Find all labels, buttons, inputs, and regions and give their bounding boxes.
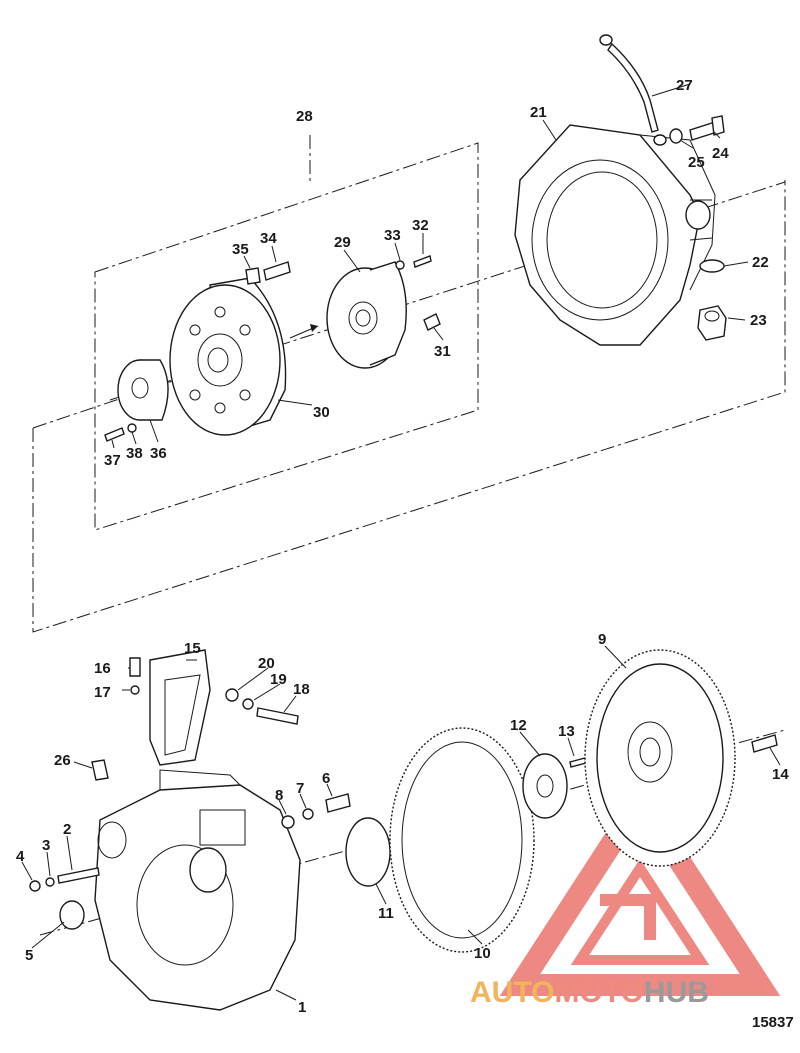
callout-labels: 27 21 25 24 22 23 28 29 34 35 33 32 31 3… bbox=[16, 77, 789, 1016]
callout-7: 7 bbox=[296, 780, 304, 797]
washer-20 bbox=[225, 688, 239, 702]
o-ring-11 bbox=[345, 817, 391, 887]
fitting-31 bbox=[423, 313, 441, 331]
assembly-outline bbox=[32, 180, 786, 633]
callout-12: 12 bbox=[510, 717, 527, 734]
seal-5 bbox=[59, 900, 85, 930]
watermark-hub: HUB bbox=[644, 976, 709, 1009]
callout-11: 11 bbox=[378, 905, 394, 922]
callout-34: 34 bbox=[260, 230, 277, 247]
bolt-34 bbox=[263, 261, 291, 281]
callout-9: 9 bbox=[598, 631, 606, 648]
callout-10: 10 bbox=[474, 945, 491, 962]
bolt-18 bbox=[256, 707, 299, 725]
callout-8: 8 bbox=[275, 787, 283, 804]
callout-19: 19 bbox=[270, 671, 287, 688]
callout-17: 17 bbox=[94, 684, 111, 701]
bolt-14 bbox=[751, 734, 778, 753]
washer-17 bbox=[130, 685, 140, 695]
watermark-text: AUTOMOTOHUB bbox=[470, 976, 709, 1009]
callout-15: 15 bbox=[184, 640, 201, 657]
washer-25 bbox=[669, 128, 683, 144]
nut-4 bbox=[29, 880, 41, 892]
washer-22 bbox=[699, 259, 725, 273]
washer-7 bbox=[302, 808, 314, 820]
callout-28: 28 bbox=[296, 108, 313, 125]
callout-22: 22 bbox=[752, 254, 769, 271]
mount-23 bbox=[697, 305, 727, 341]
callout-1: 1 bbox=[298, 999, 306, 1016]
callout-36: 36 bbox=[150, 445, 167, 462]
assembly-arrowhead bbox=[310, 324, 318, 332]
callout-35: 35 bbox=[232, 241, 249, 258]
callout-31: 31 bbox=[434, 343, 451, 360]
flywheel-9 bbox=[584, 649, 736, 867]
dowel-13 bbox=[569, 757, 587, 768]
callout-5: 5 bbox=[25, 947, 33, 964]
washer-8 bbox=[281, 815, 295, 829]
bolt-16 bbox=[129, 657, 141, 677]
ring-gear-10 bbox=[389, 727, 535, 953]
washer-19 bbox=[242, 698, 254, 710]
hub-36 bbox=[117, 359, 169, 421]
bracket-15 bbox=[149, 649, 211, 766]
callout-18: 18 bbox=[293, 681, 310, 698]
watermark-moto: MOTO bbox=[554, 976, 643, 1009]
callout-2: 2 bbox=[63, 821, 71, 838]
callout-25: 25 bbox=[688, 154, 705, 171]
callout-4: 4 bbox=[16, 848, 25, 865]
flywheel-housing-lower bbox=[94, 769, 301, 1011]
callout-26: 26 bbox=[54, 752, 71, 769]
callout-24: 24 bbox=[712, 145, 729, 162]
callout-6: 6 bbox=[322, 770, 330, 787]
callout-14: 14 bbox=[772, 766, 789, 783]
nut-35 bbox=[245, 267, 261, 285]
callout-13: 13 bbox=[558, 723, 575, 740]
callout-33: 33 bbox=[384, 227, 401, 244]
callout-16: 16 bbox=[94, 660, 111, 677]
nut-33 bbox=[395, 260, 405, 270]
callout-37: 37 bbox=[104, 452, 121, 469]
bolt-26 bbox=[91, 759, 109, 781]
adapter-12 bbox=[522, 753, 568, 819]
bolt-37 bbox=[104, 427, 125, 442]
kit-enclosure bbox=[94, 135, 479, 531]
figure-id: 15837 bbox=[752, 1014, 794, 1031]
watermark-logo bbox=[499, 779, 781, 996]
bolt-6 bbox=[325, 793, 351, 813]
watermark-auto: AUTO bbox=[470, 976, 554, 1009]
callout-29: 29 bbox=[334, 234, 351, 251]
washer-38 bbox=[127, 423, 137, 433]
callout-38: 38 bbox=[126, 445, 143, 462]
bolt-24 bbox=[689, 115, 725, 141]
callout-20: 20 bbox=[258, 655, 275, 672]
callout-30: 30 bbox=[313, 404, 330, 421]
callout-32: 32 bbox=[412, 217, 429, 234]
screw-32 bbox=[413, 255, 432, 268]
leader-lines bbox=[21, 83, 781, 1001]
callout-3: 3 bbox=[42, 837, 50, 854]
callout-23: 23 bbox=[750, 312, 767, 329]
coupler-30 bbox=[169, 277, 287, 436]
callout-21: 21 bbox=[530, 104, 547, 121]
ground-strap bbox=[599, 34, 667, 146]
callout-27: 27 bbox=[676, 77, 693, 94]
stud-2 bbox=[57, 867, 100, 884]
washer-3 bbox=[45, 877, 55, 887]
flywheel-housing-upper bbox=[514, 124, 716, 346]
drive-plate-29 bbox=[326, 261, 407, 369]
